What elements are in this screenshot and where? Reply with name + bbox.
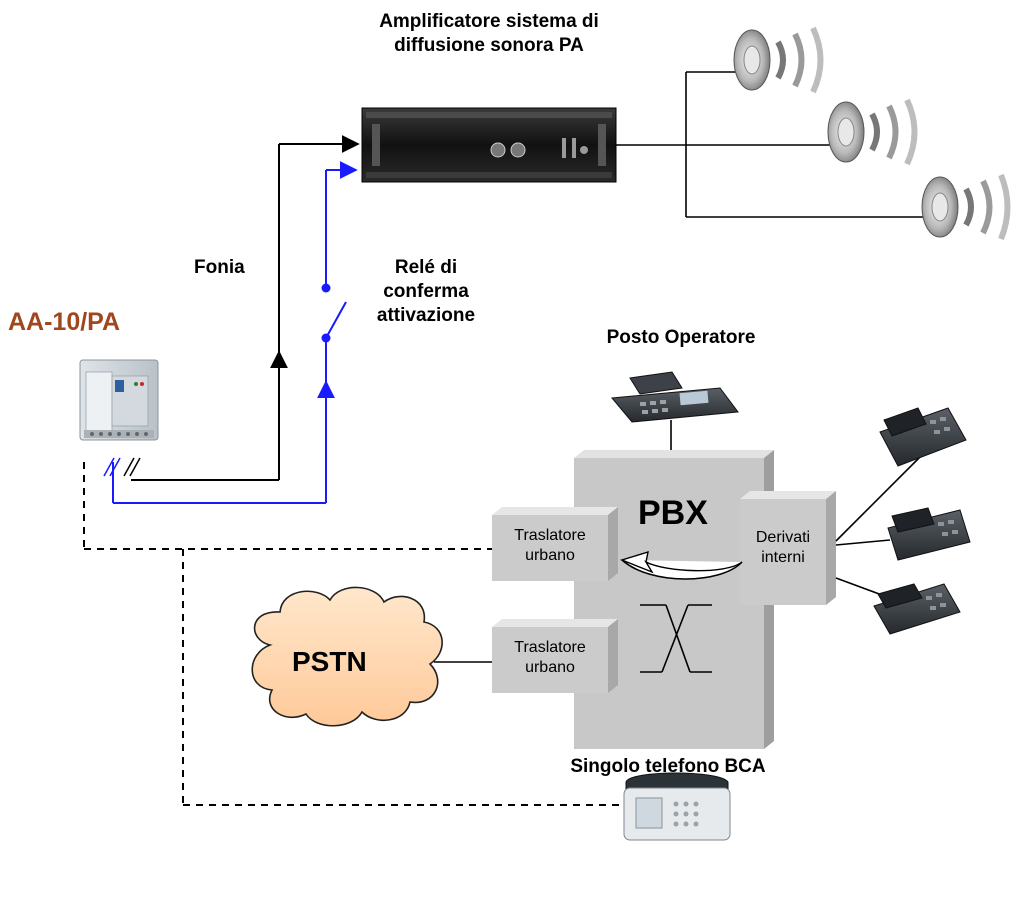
extensions-label: Derivati interni	[740, 528, 826, 568]
extensions-line2: interni	[761, 549, 805, 566]
amplifier-icon	[361, 107, 617, 183]
pstn-label: PSTN	[292, 646, 367, 677]
trunk-top-line2: urbano	[525, 547, 575, 564]
relay-label-line1: Relé di	[394, 257, 458, 278]
switch-icon	[321, 283, 347, 343]
amplifier-label: Amplificatore sistema di diffusione sono…	[318, 10, 660, 58]
trunk-bottom-label: Traslatore urbano	[492, 638, 608, 678]
pbx-label: PBX	[638, 494, 708, 532]
bca-phone-icon	[623, 772, 731, 841]
speaker-wiring	[616, 71, 924, 218]
device-title: AA-10/PA	[8, 308, 121, 336]
trunk-top-label: Traslatore urbano	[492, 526, 608, 566]
fonia-line	[131, 135, 360, 481]
relay-line	[112, 161, 358, 504]
extensions-line1: Derivati	[755, 529, 811, 546]
trunk-top-line1: Traslatore	[514, 527, 586, 544]
relay-label-line2: conferma	[383, 281, 469, 302]
operator-console-icon	[611, 371, 739, 423]
extensions-box	[740, 491, 836, 605]
dashed-lines	[83, 462, 622, 806]
desk-phone-icon	[879, 407, 967, 467]
desk-phone-icon	[887, 507, 971, 561]
wire-marks-blue	[103, 457, 121, 477]
wire-marks	[123, 457, 141, 477]
cloud-icon	[251, 586, 443, 727]
desk-phone-icon	[873, 583, 961, 635]
speaker-icon	[827, 98, 918, 166]
speaker-icon	[733, 26, 824, 94]
trunk-bottom-line2: urbano	[525, 659, 575, 676]
trunk-box-top	[492, 507, 618, 581]
speaker-icon	[921, 173, 1011, 241]
relay-label-line3: attivazione	[376, 305, 476, 326]
fonia-label: Fonia	[194, 257, 245, 278]
routing-arrow	[619, 550, 743, 580]
relay-label: Relé di conferma attivazione	[359, 256, 493, 328]
operator-label: Posto Operatore	[606, 327, 756, 348]
crossbar-icon	[640, 604, 712, 673]
amplifier-label-line2: diffusione sonora PA	[394, 35, 584, 56]
module-icon	[79, 359, 159, 441]
trunk-bottom-line1: Traslatore	[514, 639, 586, 656]
amplifier-label-line1: Amplificatore sistema di	[379, 11, 599, 32]
bca-phone-label: Singolo telefono BCA	[570, 756, 766, 777]
trunk-box-bottom	[492, 619, 618, 693]
